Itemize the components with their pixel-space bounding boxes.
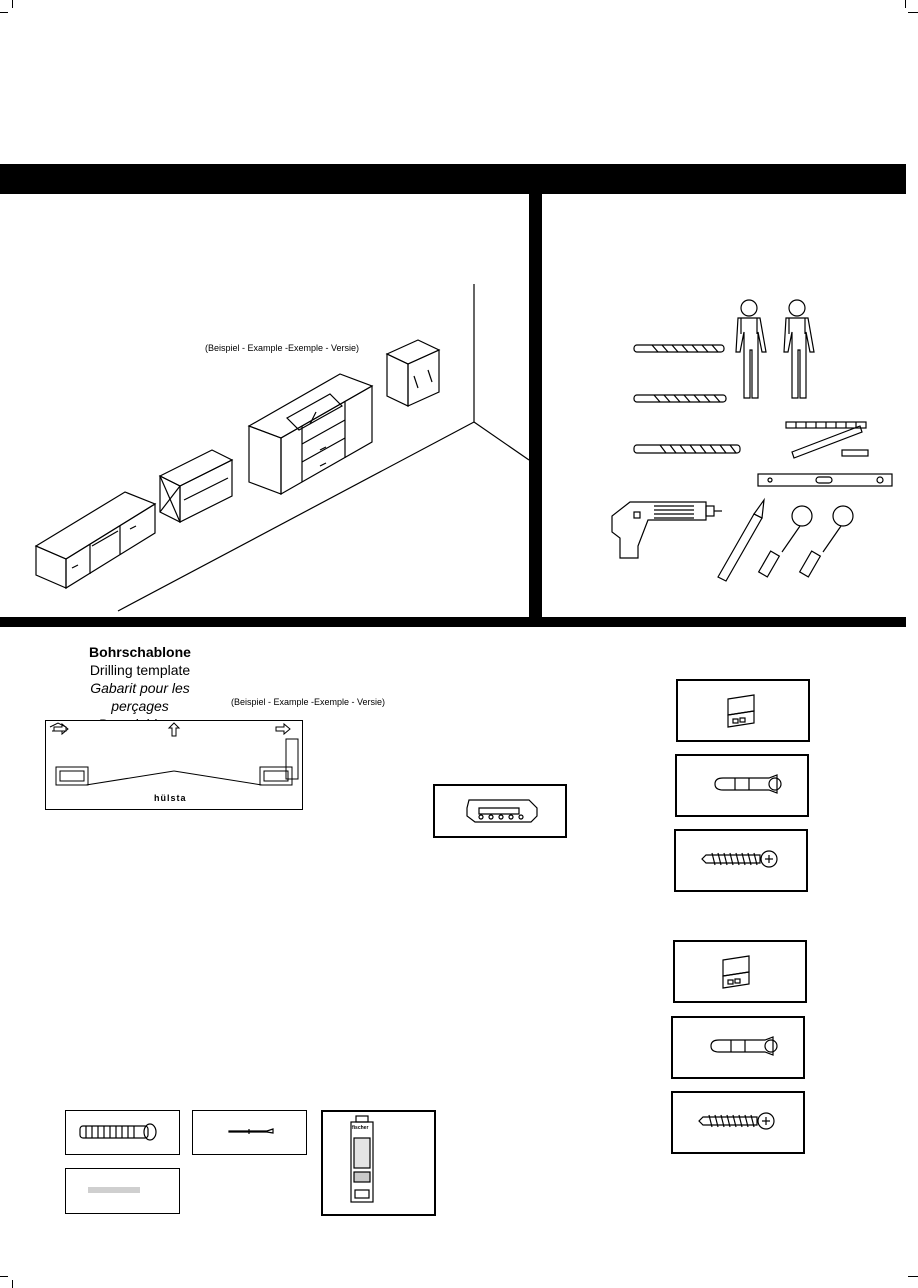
- crop-mark-bl-v: [12, 1280, 13, 1288]
- heading-fr: Gabarit pour les perçages: [90, 680, 190, 714]
- left-panel-divider: [529, 194, 542, 620]
- drill-bit-icon: [633, 344, 725, 353]
- wooden-strip-box: [65, 1168, 180, 1214]
- spirit-level-icon: [757, 473, 893, 487]
- tools-illustration: [611, 299, 893, 582]
- worker-icon: [735, 299, 767, 399]
- mounting-pin-box: [192, 1110, 307, 1155]
- screw-box: [674, 829, 808, 892]
- hanger-bracket-box: [676, 679, 810, 742]
- screwdriver-icon: [757, 505, 813, 578]
- drilling-template-sheet: hülsta: [45, 720, 303, 810]
- wall-plug-icon: [710, 1036, 778, 1056]
- heading-de: Bohrschablone: [89, 644, 191, 660]
- mounting-pin-icon: [228, 1128, 274, 1134]
- crop-mark-tl-v: [12, 0, 13, 8]
- room-furniture-illustration: [34, 284, 529, 612]
- bracket-icon: [466, 799, 538, 823]
- pencil-icon: [717, 497, 765, 582]
- example-caption-top: (Beispiel - Example -Exemple - Versie): [205, 343, 360, 353]
- example-caption-template: (Beispiel - Example -Exemple - Versie): [231, 697, 386, 707]
- wall-plug-box-2: [671, 1016, 805, 1079]
- crop-mark-tr: [908, 12, 918, 13]
- mortar-cartridge-box: fischer: [321, 1110, 436, 1216]
- wooden-strip-icon: [88, 1187, 140, 1193]
- anchor-sleeve-box: [65, 1110, 180, 1155]
- drill-bit-icon: [633, 394, 727, 403]
- crop-mark-bl: [0, 1276, 8, 1277]
- screw-box-2: [671, 1091, 805, 1154]
- wall-plug-icon: [714, 774, 782, 794]
- mid-section-bar: [0, 617, 906, 627]
- screw-icon: [698, 1112, 775, 1130]
- power-drill-icon: [611, 501, 722, 559]
- bracket-icon: [722, 955, 750, 989]
- screwdriver-icon: [798, 505, 854, 578]
- crop-mark-tr-v: [905, 0, 906, 8]
- drill-bit-icon: [633, 444, 741, 454]
- hanger-bracket-box-2: [673, 940, 807, 1003]
- anchor-sleeve-icon: [79, 1123, 157, 1141]
- bracket-box: [433, 784, 567, 838]
- crop-mark-tl: [0, 12, 8, 13]
- top-header-bar: [0, 164, 906, 194]
- bracket-icon: [727, 694, 755, 728]
- mortar-cartridge-icon: [350, 1115, 374, 1203]
- crop-mark-br: [908, 1276, 918, 1277]
- template-drawing: [49, 722, 299, 786]
- screw-icon: [701, 850, 778, 868]
- folding-rule-icon: [785, 421, 869, 459]
- cartridge-brand-label: fischer: [352, 1125, 369, 1131]
- template-logo: hülsta: [154, 793, 187, 803]
- worker-icon: [783, 299, 815, 399]
- wall-plug-box: [675, 754, 809, 817]
- heading-en: Drilling template: [89, 662, 191, 678]
